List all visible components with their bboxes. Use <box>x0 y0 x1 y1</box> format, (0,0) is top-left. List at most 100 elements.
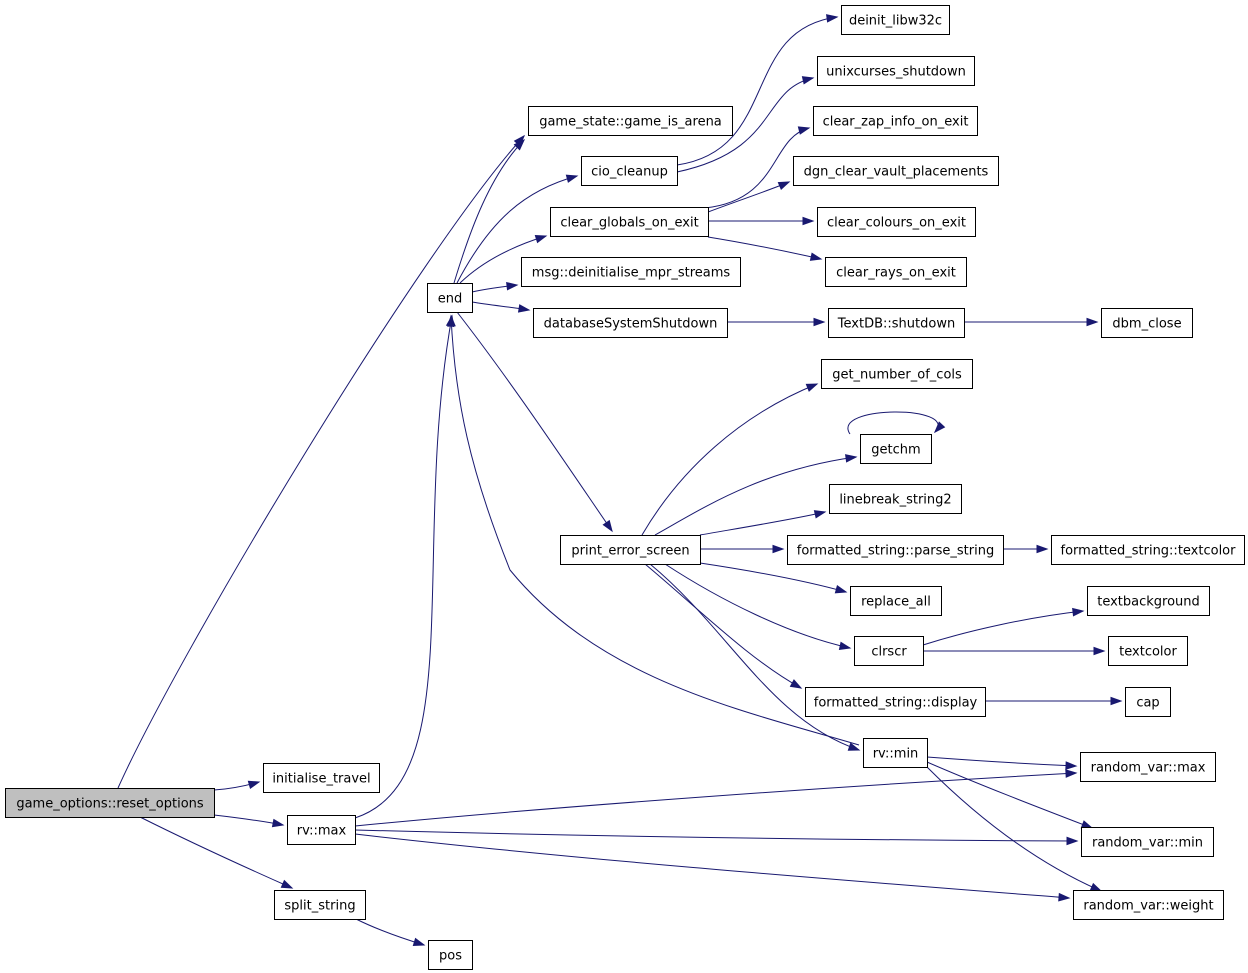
edge-line <box>644 563 802 689</box>
node-box[interactable] <box>581 156 678 186</box>
node-clear_colours_on_exit[interactable]: clear_colours_on_exit <box>817 207 976 237</box>
node-label: print_error_screen <box>571 544 689 559</box>
node-fs_display[interactable]: formatted_string::display <box>805 687 986 717</box>
node-box[interactable] <box>1073 890 1224 920</box>
node-print_error_screen[interactable]: print_error_screen <box>560 535 701 565</box>
node-box[interactable] <box>1125 687 1171 717</box>
node-box[interactable] <box>521 257 741 287</box>
node-box[interactable] <box>825 257 967 287</box>
node-unixcurses_shutdown[interactable]: unixcurses_shutdown <box>817 56 975 86</box>
edge-line <box>456 311 613 532</box>
node-random_var_max[interactable]: random_var::max <box>1080 752 1216 782</box>
node-box[interactable] <box>863 738 928 768</box>
node-label: game_state::game_is_arena <box>539 115 722 130</box>
edge-reset_options-to-split_string <box>139 816 294 889</box>
edge-print_error_screen-to-clrscr <box>664 563 852 650</box>
node-get_number_of_cols[interactable]: get_number_of_cols <box>821 359 973 389</box>
node-label: formatted_string::display <box>814 696 978 711</box>
node-reset_options[interactable]: game_options::reset_options <box>5 788 215 818</box>
node-box[interactable] <box>817 56 975 86</box>
edge-arrowhead <box>1086 317 1099 327</box>
node-box[interactable] <box>528 106 733 136</box>
node-label: textcolor <box>1119 645 1177 660</box>
edge-arrowhead <box>1089 882 1103 892</box>
node-label: deinit_libw32c <box>849 14 942 29</box>
node-textcolor[interactable]: textcolor <box>1108 636 1188 666</box>
node-box[interactable] <box>787 535 1004 565</box>
node-box[interactable] <box>828 308 965 338</box>
node-box[interactable] <box>813 106 978 136</box>
edge-line <box>354 315 453 819</box>
node-box[interactable] <box>805 687 986 717</box>
node-initialise_travel[interactable]: initialise_travel <box>263 763 380 793</box>
edge-end-to-deinit_mpr <box>471 281 519 293</box>
node-box[interactable] <box>829 484 962 514</box>
node-box[interactable] <box>550 207 709 237</box>
node-box[interactable] <box>1051 535 1245 565</box>
node-box[interactable] <box>1087 586 1210 616</box>
node-label: random_var::weight <box>1083 899 1213 914</box>
node-clear_globals_on_exit[interactable]: clear_globals_on_exit <box>550 207 709 237</box>
node-game_is_arena[interactable]: game_state::game_is_arena <box>528 106 733 136</box>
edge-arrowhead <box>534 234 548 244</box>
node-box[interactable] <box>821 359 973 389</box>
node-getchm[interactable]: getchm <box>860 434 932 464</box>
node-split_string[interactable]: split_string <box>274 890 366 920</box>
edge-arrowhead <box>813 317 826 327</box>
node-box[interactable] <box>1080 752 1216 782</box>
edge-clear_globals_on_exit-to-dgn_clear_vault_placements <box>707 181 791 213</box>
node-box[interactable] <box>850 586 942 616</box>
node-box[interactable] <box>793 156 999 186</box>
node-box[interactable] <box>533 308 728 338</box>
edge-arrowhead <box>247 780 261 790</box>
node-databaseSystemShutdown[interactable]: databaseSystemShutdown <box>533 308 728 338</box>
node-cap[interactable]: cap <box>1125 687 1171 717</box>
node-box[interactable] <box>274 890 366 920</box>
node-box[interactable] <box>287 815 356 845</box>
node-rv_max[interactable]: rv::max <box>287 815 356 845</box>
node-clear_rays_on_exit[interactable]: clear_rays_on_exit <box>825 257 967 287</box>
node-box[interactable] <box>560 535 701 565</box>
edge-arrowhead <box>1066 836 1079 846</box>
node-textbackground[interactable]: textbackground <box>1087 586 1210 616</box>
node-box[interactable] <box>428 940 473 970</box>
node-box[interactable] <box>1081 827 1214 857</box>
edge-rv_min-to-end <box>447 314 860 746</box>
node-box[interactable] <box>1108 636 1188 666</box>
node-cio_cleanup[interactable]: cio_cleanup <box>581 156 678 186</box>
node-replace_all[interactable]: replace_all <box>850 586 942 616</box>
node-box[interactable] <box>5 788 215 818</box>
node-end[interactable]: end <box>427 283 473 313</box>
node-dgn_clear_vault_placements[interactable]: dgn_clear_vault_placements <box>793 156 999 186</box>
node-dbm_close[interactable]: dbm_close <box>1101 308 1193 338</box>
edge-arrowhead <box>847 742 861 751</box>
node-clear_zap_info_on_exit[interactable]: clear_zap_info_on_exit <box>813 106 978 136</box>
node-box[interactable] <box>427 283 473 313</box>
node-box[interactable] <box>854 636 924 666</box>
node-box[interactable] <box>263 763 380 793</box>
edge-arrowhead <box>801 76 815 85</box>
edge-line <box>922 610 1084 646</box>
edge-arrowhead <box>772 544 785 554</box>
node-box[interactable] <box>817 207 976 237</box>
node-fs_textcolor[interactable]: formatted_string::textcolor <box>1051 535 1245 565</box>
node-random_var_weight[interactable]: random_var::weight <box>1073 890 1224 920</box>
node-random_var_min[interactable]: random_var::min <box>1081 827 1214 857</box>
node-linebreak_string2[interactable]: linebreak_string2 <box>829 484 962 514</box>
edge-arrowhead <box>517 304 531 313</box>
node-clrscr[interactable]: clrscr <box>854 636 924 666</box>
edge-arrowhead <box>1065 769 1078 778</box>
edge-line <box>456 175 578 284</box>
node-textdb_shutdown[interactable]: TextDB::shutdown <box>828 308 965 338</box>
edge-end-to-clear_globals_on_exit <box>459 234 548 284</box>
node-box[interactable] <box>841 5 950 35</box>
edge-arrowhead <box>1093 646 1106 656</box>
node-box[interactable] <box>1101 308 1193 338</box>
node-rv_min[interactable]: rv::min <box>863 738 928 768</box>
edge-print_error_screen-to-linebreak_string2 <box>699 510 827 536</box>
node-deinit_libw32c[interactable]: deinit_libw32c <box>841 5 950 35</box>
node-parse_string[interactable]: formatted_string::parse_string <box>787 535 1004 565</box>
node-box[interactable] <box>860 434 932 464</box>
node-pos[interactable]: pos <box>428 940 473 970</box>
node-deinit_mpr[interactable]: msg::deinitialise_mpr_streams <box>521 257 741 287</box>
